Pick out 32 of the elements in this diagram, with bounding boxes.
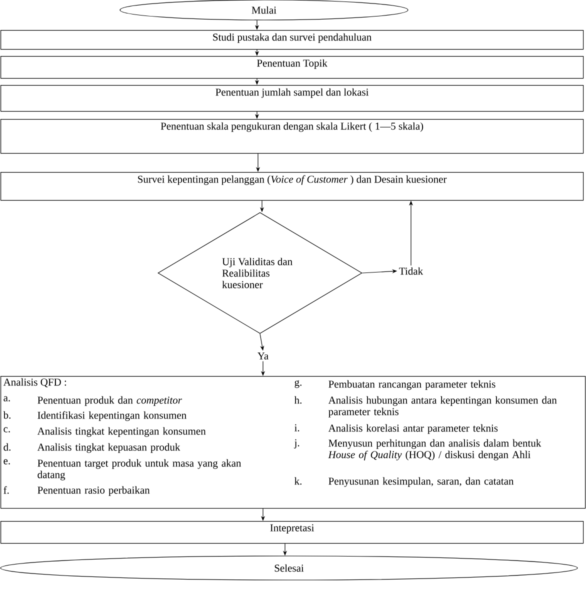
process-box: Intepretasi <box>0 521 584 544</box>
list-marker: g. <box>294 380 302 388</box>
process-box: Penentuan Topik <box>0 56 584 79</box>
list-marker: e. <box>4 459 10 464</box>
list-item: Penentuan produk dan competitor <box>38 396 182 406</box>
list-marker: f. <box>4 486 9 494</box>
list-item: Penentuan target produk untuk masa yang akan datang <box>38 459 242 480</box>
list-marker: j. <box>294 439 300 448</box>
list-item: Analisis tingkat kepentingan konsumen <box>37 427 206 437</box>
list-marker: b. <box>3 411 10 419</box>
list-marker: c. <box>4 427 10 432</box>
list-marker: a. <box>4 396 10 402</box>
list-item: Pembuatan rancangan parameter teknis <box>328 380 496 390</box>
list-item: Penyusunan kesimpulan, saran, dan catatan <box>328 477 514 487</box>
list-marker: h. <box>294 396 302 404</box>
list-item: Menyusun perhitungan dan analisis dalam bentuk House of Quality (HOQ) / diskusi dengan Ahli <box>328 439 542 460</box>
process-box: Penentuan jumlah sampel dan lokasi <box>0 85 584 112</box>
list-item: Analisis tingkat kepuasan produk <box>37 443 180 453</box>
list-marker: i. <box>294 424 300 432</box>
list-item: Penentuan rasio perbaikan <box>38 486 150 496</box>
process-box: Survei kepentingan pelanggan (Voice of Customer ) dan Desain kuesioner <box>0 172 584 201</box>
list-marker: k. <box>294 477 302 485</box>
list-item: Identifikasi kepentingan konsumen <box>38 411 186 421</box>
list-marker: d. <box>4 443 10 451</box>
list-item: Analisis hubungan antara kepentingan konsumen dan parameter teknis <box>328 396 557 418</box>
branch-label: Ya <box>258 352 268 360</box>
process-box: Studi pustaka dan survei pendahuluan <box>0 30 584 50</box>
branch-label: Tidak <box>399 267 424 275</box>
list-item: Analisis korelasi antar parameter teknis <box>328 424 498 434</box>
analysis-box <box>0 376 586 509</box>
process-box: Penentuan skala pengukuran dengan skala Likert ( 1—5 skala) <box>0 119 584 154</box>
list-heading: Analisis QFD : <box>3 378 66 388</box>
